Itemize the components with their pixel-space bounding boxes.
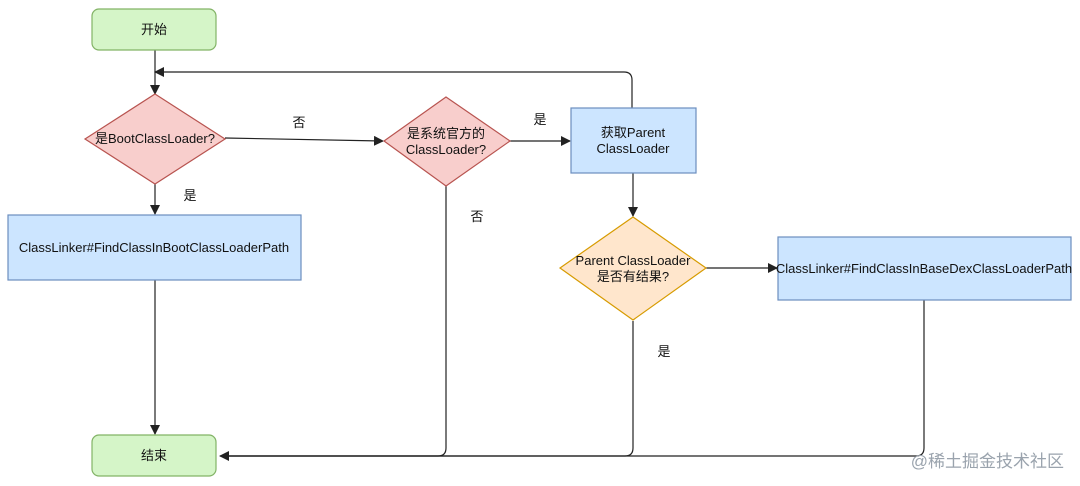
parent-result-label-line2: 是否有结果? — [597, 269, 669, 284]
node-boot-path: ClassLinker#FindClassInBootClassLoaderPa… — [7, 214, 302, 281]
get-parent-shape — [570, 107, 697, 174]
node-get-parent: 获取Parent ClassLoader — [570, 107, 697, 174]
end-label: 结束 — [141, 448, 167, 463]
node-end: 结束 — [91, 434, 217, 477]
edges — [150, 50, 925, 461]
node-is-boot: 是BootClassLoader? — [83, 93, 227, 185]
is-system-label-line2: ClassLoader? — [406, 142, 486, 157]
basedex-path-label: ClassLinker#FindClassInBaseDexClassLoade… — [776, 261, 1072, 276]
boot-path-label: ClassLinker#FindClassInBootClassLoaderPa… — [19, 240, 289, 255]
is-system-shape — [382, 96, 512, 187]
edge-boot-to-system — [224, 135, 384, 146]
edge-basedex-to-end — [219, 300, 925, 461]
basedex-path-shape — [777, 236, 1072, 301]
node-start: 开始 — [91, 8, 217, 51]
is-boot-label: 是BootClassLoader? — [95, 131, 215, 146]
label-system-yes: 是 — [533, 112, 546, 127]
is-boot-shape — [83, 93, 227, 185]
parent-result-label-line1: Parent ClassLoader — [576, 253, 692, 268]
label-boot-no: 否 — [292, 115, 305, 130]
watermark: @稀土掘金技术社区 — [911, 452, 1064, 471]
edge-loop-back — [154, 67, 633, 108]
get-parent-label-line1: 获取Parent — [601, 125, 666, 140]
start-shape — [91, 8, 217, 51]
is-system-label-line1: 是系统官方的 — [407, 126, 485, 141]
label-boot-yes: 是 — [183, 188, 196, 203]
boot-path-shape — [7, 214, 302, 281]
parent-result-shape — [558, 216, 708, 321]
label-system-no: 否 — [470, 209, 483, 224]
edge-parent-yes-to-end — [222, 321, 634, 457]
get-parent-label-line2: ClassLoader — [597, 141, 671, 156]
node-basedex-path: ClassLinker#FindClassInBaseDexClassLoade… — [776, 236, 1072, 301]
node-parent-result: Parent ClassLoader 是否有结果? — [558, 216, 708, 321]
label-parent-yes: 是 — [657, 344, 670, 359]
end-shape — [91, 434, 217, 477]
node-is-system: 是系统官方的 ClassLoader? — [382, 96, 512, 187]
start-label: 开始 — [141, 22, 167, 37]
